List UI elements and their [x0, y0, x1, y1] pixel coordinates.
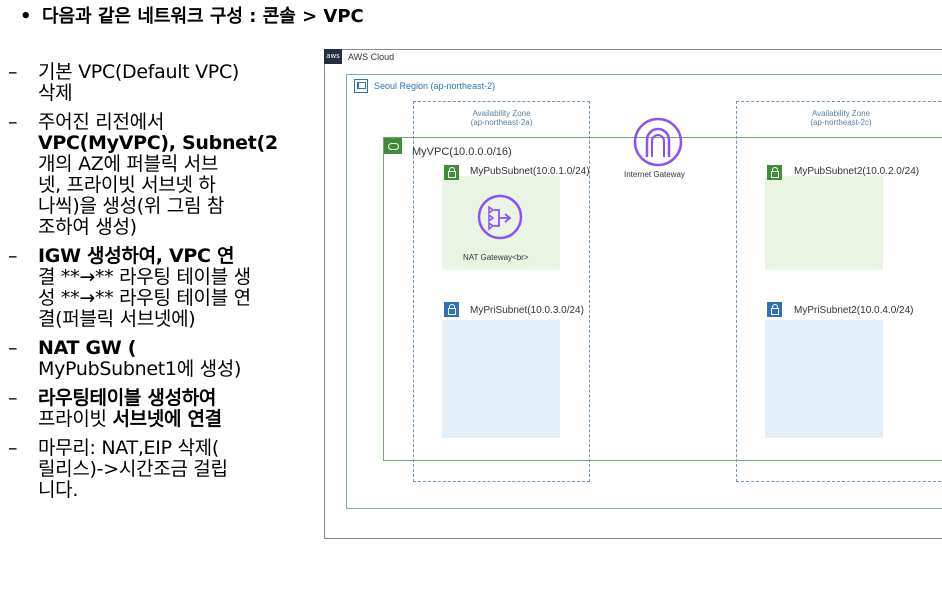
- step-dash: –: [8, 437, 18, 459]
- step-line: VPC(MyVPC), Subnet(2: [38, 133, 308, 154]
- public-subnet-1-lock-icon: [444, 165, 459, 180]
- private-subnet-2: [765, 320, 883, 438]
- step-text-bold: Subnet(2: [182, 132, 278, 154]
- aws-cloud-box: [324, 49, 942, 539]
- step-dash: –: [8, 387, 18, 409]
- step-text: 프라이빗: [38, 408, 113, 430]
- internet-gateway-icon: [633, 117, 683, 167]
- step-text-bold: 서브넷에 연결: [112, 408, 222, 430]
- step-dash: –: [8, 337, 18, 359]
- step-text: MyPubSubnet1에 생성): [38, 358, 242, 380]
- private-subnet-1-lock-icon: [444, 302, 459, 317]
- private-subnet-2-lock-icon: [767, 302, 782, 317]
- step-text-bold: VPC(MyVPC),: [38, 132, 183, 154]
- step-text: 넷, 프라이빗 서브넷 하: [38, 174, 216, 196]
- nat-gateway-icon: [477, 194, 523, 240]
- step-text-bold: NAT GW (: [38, 337, 137, 359]
- private-subnet-1: [442, 320, 560, 438]
- az-c-title: Availability Zone: [811, 109, 871, 118]
- step-line: 라우팅테이블 생성하여: [38, 388, 308, 409]
- nat-gateway-label: NAT Gateway<br>: [463, 253, 529, 262]
- step-dash: –: [8, 111, 18, 133]
- az-c-code: (ap-northeast-2c): [810, 118, 872, 127]
- step-line: 결(퍼블릭 서브넷에): [38, 309, 308, 330]
- step-text: 조하여 생성): [38, 216, 137, 238]
- step-line: MyPubSubnet1에 생성): [38, 359, 308, 380]
- private-subnet-2-label: MyPriSubnet2(10.0.4.0/24): [794, 305, 914, 316]
- step-line: 니다.: [38, 480, 308, 501]
- step-line: 프라이빗 서브넷에 연결: [38, 409, 308, 430]
- az-a-label: Availability Zone (ap-northeast-2a): [413, 109, 590, 127]
- step-line: IGW 생성하여, VPC 연: [38, 246, 308, 267]
- public-subnet-1: [442, 176, 560, 270]
- az-a-code: (ap-northeast-2a): [470, 118, 533, 127]
- step-text: 마무리: NAT,EIP 삭제(: [38, 437, 219, 459]
- step-line: NAT GW (: [38, 338, 308, 359]
- availability-zone-a: [413, 101, 590, 482]
- step-line: 개의 AZ에 퍼블릭 서브: [38, 154, 308, 175]
- public-subnet-2-label: MyPubSubnet2(10.0.2.0/24): [794, 166, 920, 177]
- step-text: 릴리스)->시간조금 걸립: [38, 458, 228, 480]
- step-text: 기본 VPC(Default VPC): [38, 61, 240, 83]
- step-line: 마무리: NAT,EIP 삭제(: [38, 438, 308, 459]
- vpc-cloud-icon: [384, 138, 402, 154]
- step-item: –NAT GW (MyPubSubnet1에 생성): [8, 338, 308, 380]
- step-line: 주어진 리전에서: [38, 112, 308, 133]
- step-dash: –: [8, 61, 18, 83]
- aws-logo: aws: [324, 49, 342, 64]
- availability-zone-c: [736, 101, 942, 482]
- step-text: 삭제: [38, 82, 73, 104]
- slide-title: • 다음과 같은 네트워크 구성 : 콘솔 > VPC: [20, 2, 364, 28]
- step-line: 릴리스)->시간조금 걸립: [38, 459, 308, 480]
- region-label: Seoul Region (ap-northeast-2): [374, 81, 496, 91]
- step-line: 나씩)을 생성(위 그림 참: [38, 196, 308, 217]
- step-line: 삭제: [38, 83, 308, 104]
- step-line: 성 **→** 라우팅 테이블 연: [38, 288, 308, 309]
- aws-cloud-label: AWS Cloud: [348, 52, 395, 62]
- public-subnet-1-label: MyPubSubnet(10.0.1.0/24): [470, 166, 590, 177]
- step-text-bold: IGW 생성하여, VPC 연: [38, 245, 235, 267]
- public-subnet-2: [765, 176, 883, 270]
- step-line: 넷, 프라이빗 서브넷 하: [38, 175, 308, 196]
- step-text: 성 **→** 라우팅 테이블 연: [38, 287, 251, 309]
- step-text: 개의 AZ에 퍼블릭 서브: [38, 153, 219, 175]
- step-line: 기본 VPC(Default VPC): [38, 62, 308, 83]
- step-text: 나씩)을 생성(위 그림 참: [38, 195, 225, 217]
- region-flag-icon: [354, 79, 368, 93]
- internet-gateway-label: Internet Gateway: [624, 170, 685, 179]
- step-line: 결 **→** 라우팅 테이블 생: [38, 267, 308, 288]
- az-c-label: Availability Zone (ap-northeast-2c): [736, 109, 942, 127]
- step-text: 결 **→** 라우팅 테이블 생: [38, 266, 251, 288]
- private-subnet-1-label: MyPriSubnet(10.0.3.0/24): [470, 305, 584, 316]
- step-item: –기본 VPC(Default VPC)삭제: [8, 62, 308, 104]
- step-text: 결(퍼블릭 서브넷에): [38, 308, 196, 330]
- step-text: 주어진 리전에서: [38, 111, 165, 133]
- step-text: 니다.: [38, 479, 79, 501]
- step-line: 조하여 생성): [38, 217, 308, 238]
- az-a-title: Availability Zone: [472, 109, 531, 118]
- step-text-bold: 라우팅테이블 생성하여: [38, 387, 217, 409]
- public-subnet-2-lock-icon: [767, 165, 782, 180]
- title-text: 다음과 같은 네트워크 구성 : 콘솔 > VPC: [42, 6, 364, 27]
- step-dash: –: [8, 245, 18, 267]
- region-box: [346, 74, 942, 509]
- vpc-label: MyVPC(10.0.0.0/16): [412, 146, 512, 158]
- title-bullet: •: [20, 6, 32, 27]
